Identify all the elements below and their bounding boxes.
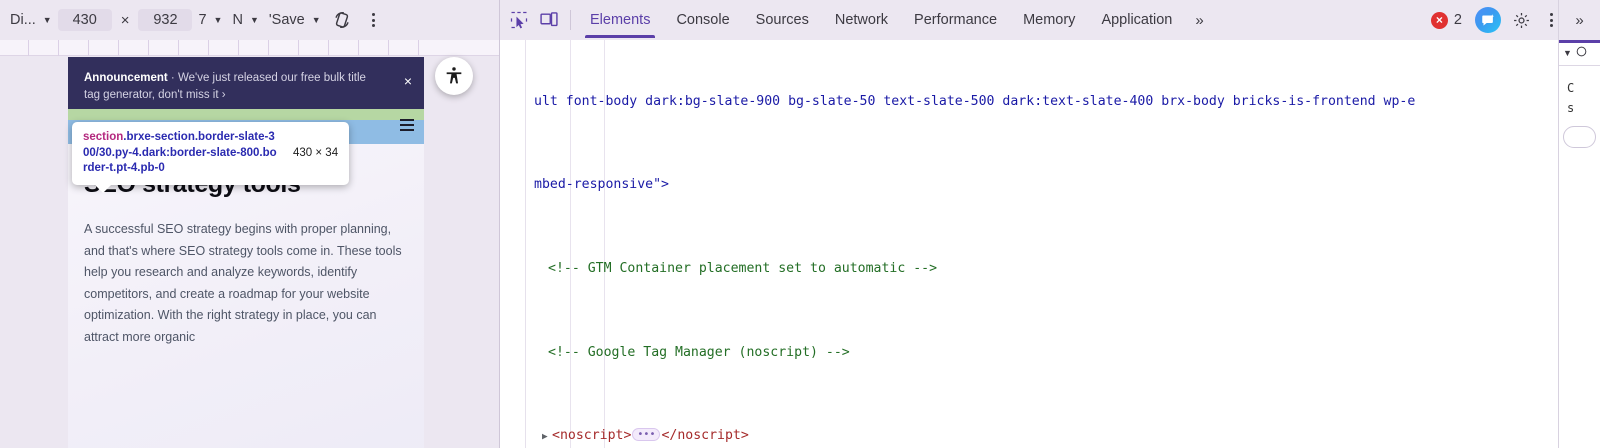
dom-tag: </noscript> [661,428,749,444]
styles-panel-sliver: » ▼ C s [1558,0,1600,448]
devtools-more-options-button[interactable] [1536,5,1566,35]
chevron-down-icon[interactable]: ▼ [1563,47,1572,58]
throttling-selector[interactable]: N ▼ [228,10,262,30]
viewport-width-input[interactable]: 430 [57,9,112,31]
dom-text: ult font-body dark:bg-slate-900 bg-slate… [534,93,1154,109]
styles-char-1: C [1567,81,1575,95]
hamburger-menu-icon[interactable] [400,119,414,131]
device-selector[interactable]: Di... ▼ [6,10,56,30]
more-tabs-button[interactable]: » [1195,11,1204,29]
tooltip-dimensions: 430 × 34 [293,147,339,160]
dom-text: brx-body bricks-is-frontend wp-e [1161,93,1416,109]
tooltip-class-list: .brxe-section.border-slate-300/30.py-4.d… [83,131,277,174]
dom-comment: <!-- Google Tag Manager (noscript) --> [548,344,850,360]
page-content: SEO strategy tools A successful SEO stra… [68,144,424,448]
device-selector-label: Di... [10,12,36,28]
announcement-label: Announcement [84,72,168,84]
announcement-text: Announcement · We've just released our f… [84,70,410,104]
device-more-options-button[interactable] [359,5,389,35]
rotate-icon[interactable] [327,5,357,35]
zoom-selector-label: 7 [198,12,207,28]
device-preset-selector[interactable]: 'Save ▼ [265,10,325,30]
error-count-badge[interactable]: × 2 [1423,11,1470,29]
tab-application[interactable]: Application [1101,12,1173,28]
zoom-selector[interactable]: 7 ▼ [194,10,226,30]
dom-line[interactable]: mbed-responsive"> [500,175,1600,196]
expand-arrow-icon[interactable]: ▶ [542,431,548,443]
filter-icon[interactable] [1575,45,1588,61]
dom-line[interactable]: ult font-body dark:bg-slate-900 bg-slate… [500,92,1600,113]
ai-assistant-icon[interactable] [1475,7,1501,33]
chevron-down-icon: ▼ [311,15,321,25]
tab-memory[interactable]: Memory [1023,12,1076,28]
viewport-height-input[interactable]: 932 [138,9,193,31]
chevron-right-icon: » [1575,11,1584,29]
toolbar-divider [570,10,571,30]
tab-sources[interactable]: Sources [755,12,809,28]
dom-line[interactable]: <!-- GTM Container placement set to auto… [500,259,1600,280]
tooltip-selector: section.brxe-section.border-slate-300/30… [83,130,279,177]
dom-line[interactable]: ▶ <noscript>•••</noscript> [500,426,1600,447]
throttling-selector-label: N [232,12,243,28]
announcement-separator: · [170,72,175,84]
tab-network[interactable]: Network [834,12,889,28]
chevron-down-icon: ▼ [249,15,259,25]
tab-console[interactable]: Console [676,12,730,28]
device-emulation-pane: Di... ▼ 430 × 932 7 ▼ N ▼ 'Save ▼ [0,0,500,448]
error-icon: × [1430,11,1448,29]
tooltip-tag-name: section [83,131,124,143]
device-preset-label: 'Save [268,12,305,28]
close-icon[interactable]: × [403,73,412,89]
devtools-panel: Elements Console Sources Network Perform… [500,0,1600,448]
tab-elements[interactable]: Elements [577,2,663,38]
chevron-down-icon: ▼ [42,15,52,25]
accessibility-icon[interactable] [435,57,473,95]
dom-tag: <noscript> [552,428,632,444]
gutter-divider [525,40,526,448]
announcement-banner: Announcement · We've just released our f… [68,57,424,109]
page-paragraph: A successful SEO strategy begins with pr… [84,222,402,344]
emulated-viewport[interactable]: Announcement · We've just released our f… [68,57,424,448]
element-highlight-margin [68,109,424,120]
tab-performance[interactable]: Performance [914,12,998,28]
styles-more-tabs-button[interactable]: » [1559,0,1600,40]
chevron-down-icon: ▼ [213,15,223,25]
dom-tree[interactable]: ult font-body dark:bg-slate-900 bg-slate… [500,40,1600,448]
collapsed-children-icon[interactable]: ••• [632,428,661,442]
announcement-body[interactable]: We've just released our free bulk title … [84,72,366,101]
styles-rule-text: C s [1559,66,1600,118]
styles-filter-input[interactable] [1563,126,1596,148]
gear-icon[interactable] [1506,5,1536,35]
dom-line[interactable]: <!-- Google Tag Manager (noscript) --> [500,343,1600,364]
dimension-separator: × [120,11,130,29]
styles-char-2: s [1567,101,1575,115]
viewport-ruler [0,40,499,56]
error-count: 2 [1453,12,1462,28]
inspect-element-icon[interactable] [504,5,534,35]
dom-tree-panel[interactable]: ult font-body dark:bg-slate-900 bg-slate… [500,40,1600,448]
dom-comment: <!-- GTM Container placement set to auto… [548,260,938,276]
styles-filter-row[interactable]: ▼ [1559,40,1600,66]
element-inspector-tooltip: section.brxe-section.border-slate-300/30… [72,122,350,192]
device-toolbar-icon[interactable] [534,5,564,35]
dom-text: mbed-responsive"> [534,177,669,193]
device-toolbar: Di... ▼ 430 × 932 7 ▼ N ▼ 'Save ▼ [0,0,499,40]
devtools-tabbar: Elements Console Sources Network Perform… [500,0,1600,40]
